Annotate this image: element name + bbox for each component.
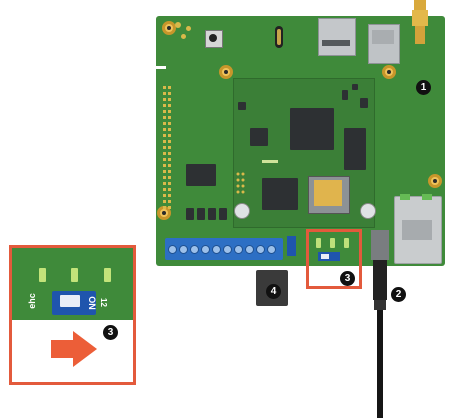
via: [186, 26, 191, 31]
small-component: [197, 208, 205, 220]
led-row: [262, 160, 278, 163]
ic-chip: [186, 164, 216, 186]
mini-dip-switch[interactable]: [318, 252, 340, 261]
inset-led: [71, 268, 78, 282]
screw-icon: [360, 203, 376, 219]
callout-badge-1: 1: [416, 80, 431, 95]
small-component: [360, 98, 368, 108]
ethernet-led: [422, 194, 432, 200]
inset-dip-knob[interactable]: [60, 295, 80, 307]
usb-cable-icon: [371, 230, 389, 418]
callout-badge-3-inset: 3: [103, 325, 118, 340]
processor-chip: [290, 108, 334, 150]
usb-a-slot: [322, 40, 350, 46]
gpio-header: [163, 86, 172, 212]
small-component: [238, 102, 246, 110]
usb-a-port: [318, 18, 356, 56]
small-component: [186, 208, 194, 220]
screw-icon: [234, 203, 250, 219]
dip-brand-label: ehc: [26, 293, 37, 309]
inset-led: [39, 268, 46, 282]
mounting-hole: [382, 65, 396, 79]
mini-dip-knob: [321, 254, 329, 259]
dip-number-label: 12: [98, 298, 108, 307]
callout-box-board: [306, 229, 362, 289]
emmc-chip: [262, 178, 298, 210]
inset-led: [104, 268, 111, 282]
ethernet-jack: [402, 220, 432, 240]
mounting-hole: [162, 21, 176, 35]
terminal-block: [165, 238, 283, 260]
pin-cluster: [236, 172, 246, 194]
status-led: [330, 238, 335, 248]
memory-chip: [344, 128, 366, 170]
status-led: [344, 238, 349, 248]
via: [175, 22, 181, 28]
small-component: [352, 84, 358, 90]
usb-c-contacts: [277, 29, 281, 45]
reset-button-cap: [209, 34, 217, 42]
microsd-contacts: [314, 180, 342, 206]
antenna-connector-icon: [412, 0, 428, 44]
mounting-hole: [428, 174, 442, 188]
small-component: [342, 90, 348, 100]
callout-badge-3-board: 3: [340, 271, 355, 286]
inset-zoom-box: [9, 245, 136, 385]
callout-badge-4: 4: [266, 284, 281, 299]
arrow-right-icon-head: [73, 331, 97, 367]
via: [181, 34, 186, 39]
small-component: [208, 208, 216, 220]
wire: [156, 66, 166, 69]
pmic-chip: [250, 128, 268, 146]
small-component: [219, 208, 227, 220]
status-led: [316, 238, 321, 248]
sim-card-contacts: [372, 30, 394, 44]
callout-badge-2: 2: [391, 287, 406, 302]
board-dip-switch[interactable]: [287, 236, 296, 256]
ethernet-led: [400, 194, 410, 200]
mounting-hole: [219, 65, 233, 79]
dip-on-label: ON: [86, 296, 97, 310]
arrow-right-icon: [51, 340, 73, 358]
